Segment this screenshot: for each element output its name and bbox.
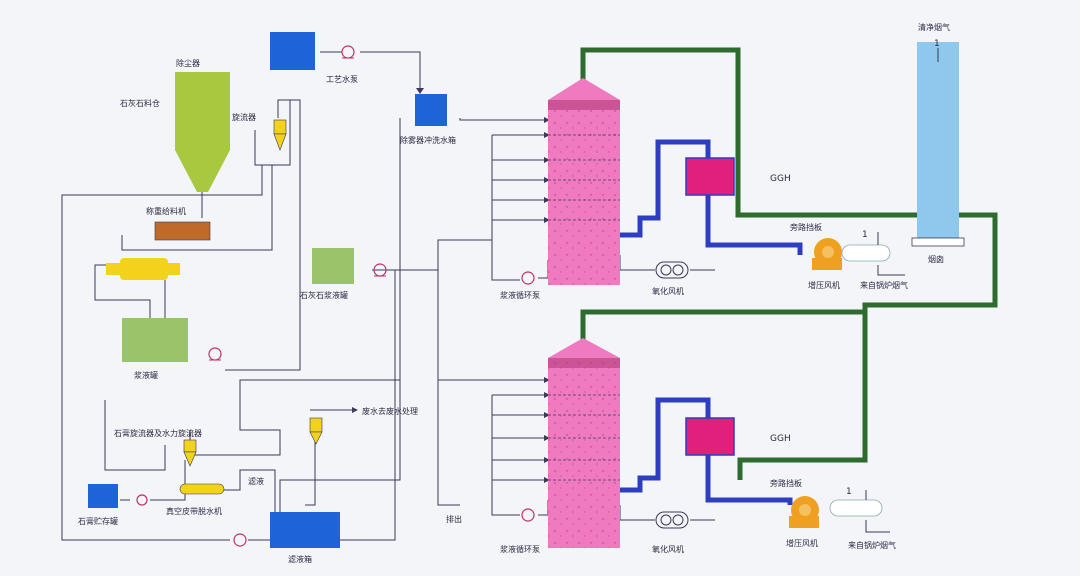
process-water-tank [270, 32, 315, 70]
ggh-1-label: GGH [770, 174, 791, 184]
lime-silo-label: 石灰石料仓 [120, 98, 160, 108]
flue-gas-2-label: 来自锅炉烟气 [848, 540, 896, 550]
ggh-2 [685, 417, 735, 456]
cyclone-top-label: 旋流器 [232, 112, 256, 122]
wastewater-label: 废水去废水处理 [362, 406, 418, 416]
gypsum-store [88, 484, 118, 508]
weigh-feeder-label: 称重给料机 [146, 206, 186, 216]
vacuum-belt [179, 483, 225, 495]
wastewater-cyclone [309, 417, 323, 445]
slurry-tank [122, 318, 188, 362]
discharge-label: 排出 [446, 514, 462, 524]
pipe-arrows [352, 88, 550, 483]
clean-gas-label: 清净烟气 [918, 22, 950, 32]
baffle-2-label: 旁路挡板 [770, 478, 802, 488]
pump-icon [233, 533, 247, 547]
booster-fan-1-icon [812, 238, 842, 270]
booster-fan-2-label: 增压风机 [786, 538, 818, 548]
slurry-tank-label: 浆液罐 [134, 370, 158, 380]
gypsum-cyclone-label: 石膏旋流器及水力旋流器 [114, 428, 202, 438]
num-1c-label: 1 [934, 39, 940, 49]
circ-pump-2-label: 浆液循环泵 [500, 544, 540, 554]
booster-fan-2-icon [789, 496, 819, 528]
absorber-1 [548, 78, 620, 285]
ggh-1 [685, 157, 735, 196]
weigh-feeder [154, 221, 211, 241]
flue-gas-inlet [829, 232, 905, 533]
num-1a-label: 1 [862, 230, 868, 240]
pump-icon [341, 45, 355, 59]
absorber-2 [548, 338, 620, 548]
oxid-fan-2-label: 氧化风机 [652, 544, 684, 554]
dust-collector-label: 除尘器 [176, 58, 200, 68]
oxid-fan-1-label: 氧化风机 [652, 286, 684, 296]
gypsum-store-label: 石膏贮存罐 [78, 516, 118, 526]
flue-gas-1-label: 来自锅炉烟气 [860, 280, 908, 290]
num-1b-label: 1 [846, 487, 852, 497]
circ-pump-1-label: 浆液循环泵 [500, 290, 540, 300]
stack-label: 烟囱 [928, 254, 944, 264]
cyclone-top [273, 119, 287, 151]
hot-gas-duct [620, 139, 803, 505]
ggh-2-label: GGH [770, 434, 791, 444]
limestone-slurry-tank-label: 石灰石浆液罐 [300, 290, 348, 300]
pump-icon [521, 271, 535, 285]
stack [911, 42, 965, 247]
oxidation-fan-icon [655, 261, 689, 279]
flue-gas-duct [580, 47, 998, 480]
vacuum-belt-label: 真空皮带脱水机 [166, 506, 222, 516]
limestone-slurry-tank [312, 248, 354, 284]
filtrate-tank [270, 512, 340, 548]
baffle-1-label: 旁路挡板 [790, 222, 822, 232]
pump-icon [521, 508, 535, 522]
demister-wash-tank [415, 94, 447, 126]
oxidation-fan-icon [655, 511, 689, 529]
limestone-silo [175, 72, 230, 218]
demister-wash-tank-label: 除雾器冲洗水箱 [400, 135, 456, 145]
booster-fan-1-label: 增压风机 [808, 280, 840, 290]
filter-label: 滤液 [248, 476, 264, 486]
pump-icon [373, 263, 387, 277]
pump-icon [136, 494, 148, 506]
gypsum-cyclone [183, 439, 197, 467]
process-water-pump-label: 工艺水泵 [326, 74, 358, 84]
wet-mill [106, 258, 180, 280]
filtrate-tank-label: 滤液箱 [288, 554, 312, 564]
process-pipes [61, 51, 715, 541]
pump-icon [208, 347, 222, 361]
